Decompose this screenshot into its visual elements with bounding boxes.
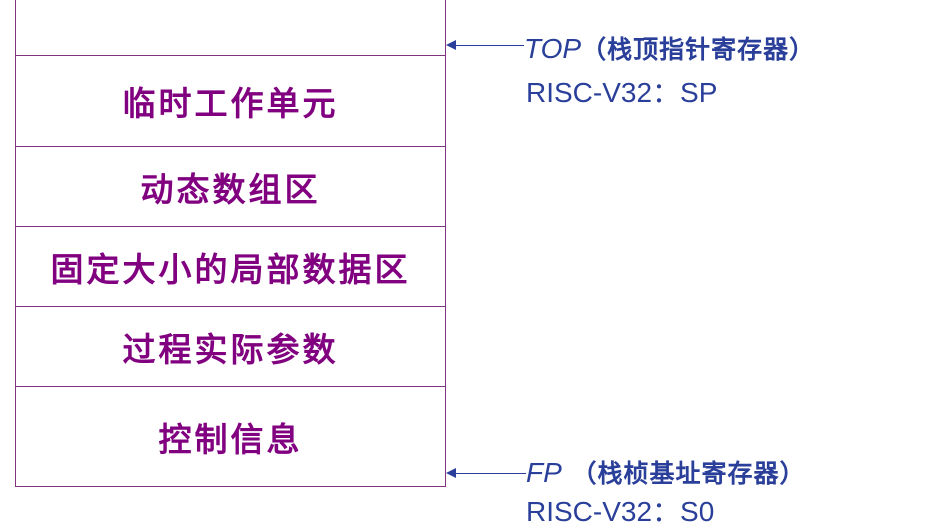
top-pointer-name: TOP: [524, 33, 582, 64]
stack-right-border: [445, 0, 446, 487]
top-pointer-desc: （栈顶指针寄存器）: [581, 35, 816, 64]
fp-register-label: RISC-V32：S0: [526, 496, 715, 527]
arrow-head-icon: [446, 40, 456, 50]
stack-bottom-border: [15, 486, 446, 487]
stack-cell-label: 过程实际参数: [122, 329, 339, 369]
top-pointer-label: TOP（栈顶指针寄存器）: [524, 30, 815, 66]
stack-cell-actual-params: 过程实际参数: [15, 306, 446, 386]
fp-pointer-label: FP （栈桢基址寄存器）: [526, 454, 806, 490]
stack-cell-label: 固定大小的局部数据区: [50, 249, 411, 289]
arrow-shaft: [454, 45, 524, 46]
stack-cell-temp-work: 临时工作单元: [15, 55, 446, 146]
arrow-shaft: [454, 473, 526, 474]
stack-left-border: [15, 0, 16, 487]
arrow-head-icon: [446, 468, 456, 478]
top-register-label: RISC-V32：SP: [526, 77, 718, 108]
stack-cell-label: 临时工作单元: [122, 84, 339, 123]
stack-cell-control-info: 控制信息: [15, 386, 446, 486]
stack-cell-local-data: 固定大小的局部数据区: [15, 226, 446, 306]
stack-cell-dynamic-array: 动态数组区: [15, 146, 446, 226]
fp-pointer-desc: （栈桢基址寄存器）: [561, 459, 806, 488]
fp-pointer-name: FP: [526, 457, 562, 488]
stack-frame: 临时工作单元 动态数组区 固定大小的局部数据区 过程实际参数 控制信息: [15, 0, 446, 487]
stack-cell-label: 动态数组区: [140, 169, 321, 209]
stack-cell-label: 控制信息: [158, 419, 303, 459]
